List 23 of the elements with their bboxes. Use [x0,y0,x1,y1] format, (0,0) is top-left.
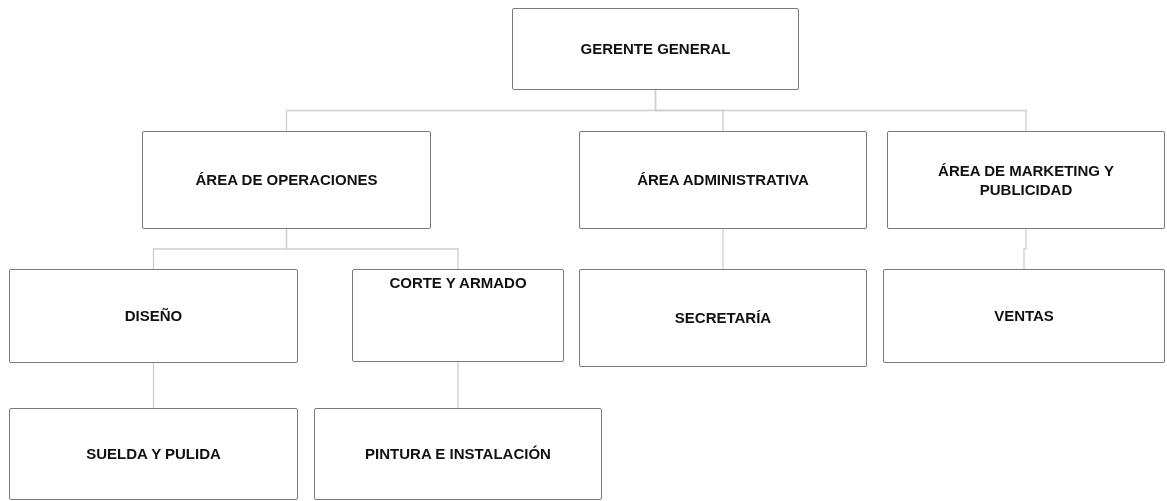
org-box [9,408,298,500]
org-box [142,131,431,229]
box-label: CORTE Y ARMADO [389,273,527,293]
connector-line [1023,228,1027,270]
org-box [512,8,799,90]
org-box [314,408,602,500]
org-box [579,131,867,229]
box-label: ÁREA ADMINISTRATIVA [637,170,809,190]
box-label: VENTAS [994,306,1054,326]
box-label: GERENTE GENERAL [580,39,731,59]
org-box [883,269,1165,363]
org-box [352,269,564,362]
box-label: DISEÑO [124,306,183,326]
box-label: SECRETARÍA [674,308,772,328]
box-label: ÁREA DE MARKETING Y PUBLICIDAD [937,160,1115,200]
box-label: PINTURA E INSTALACIÓN [365,444,551,464]
connector-line [285,228,459,270]
connector-line [152,362,155,409]
org-box [887,131,1165,229]
org-box [9,269,298,363]
box-label: SUELDA Y PULIDA [86,444,221,464]
box-label: ÁREA DE OPERACIONES [195,170,378,190]
org-box [579,269,867,367]
